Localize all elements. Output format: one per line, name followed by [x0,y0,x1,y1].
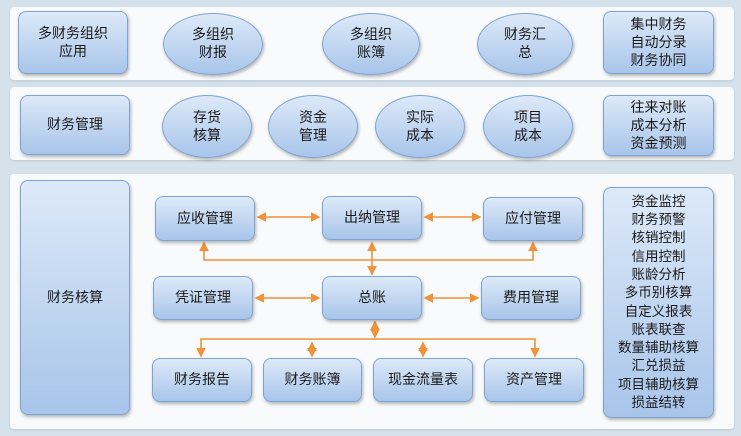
node-project-cost: 项目 成本 [483,95,573,158]
side-list-bottom: 资金监控 财务预警 核销控制 信用控制 账龄分析 多币别核算 自定义报表 账表联… [603,187,714,418]
module-expense: 费用管理 [481,276,581,320]
node-multi-org-books: 多组织 账簿 [322,13,420,75]
module-assets: 资产管理 [484,358,584,402]
node-inventory-accounting: 存货 核算 [162,95,252,158]
layer-label-accounting: 财务核算 [20,180,130,415]
node-multi-org-report: 多组织 财报 [163,13,263,75]
side-list-top: 集中财务 自动分录 财务协同 [603,11,714,74]
module-accounts-receivable: 应收管理 [155,196,255,241]
layer-label-finance-mgmt: 财务管理 [20,95,130,155]
layer-label-multi-org: 多财务组织 应用 [18,11,128,74]
module-accounts-payable: 应付管理 [483,197,583,241]
module-voucher: 凭证管理 [153,276,253,320]
module-general-ledger: 总账 [322,276,422,320]
module-cash-flow: 现金流量表 [373,358,473,402]
node-finance-consolidation: 财务汇 总 [477,13,573,75]
module-financial-books: 财务账簿 [263,358,362,402]
module-financial-report: 财务报告 [152,358,252,402]
node-actual-cost: 实际 成本 [375,95,465,158]
module-cashier: 出纳管理 [322,196,422,240]
node-fund-mgmt: 资金 管理 [268,95,358,158]
side-list-mid: 往来对账 成本分析 资金预测 [603,95,714,156]
